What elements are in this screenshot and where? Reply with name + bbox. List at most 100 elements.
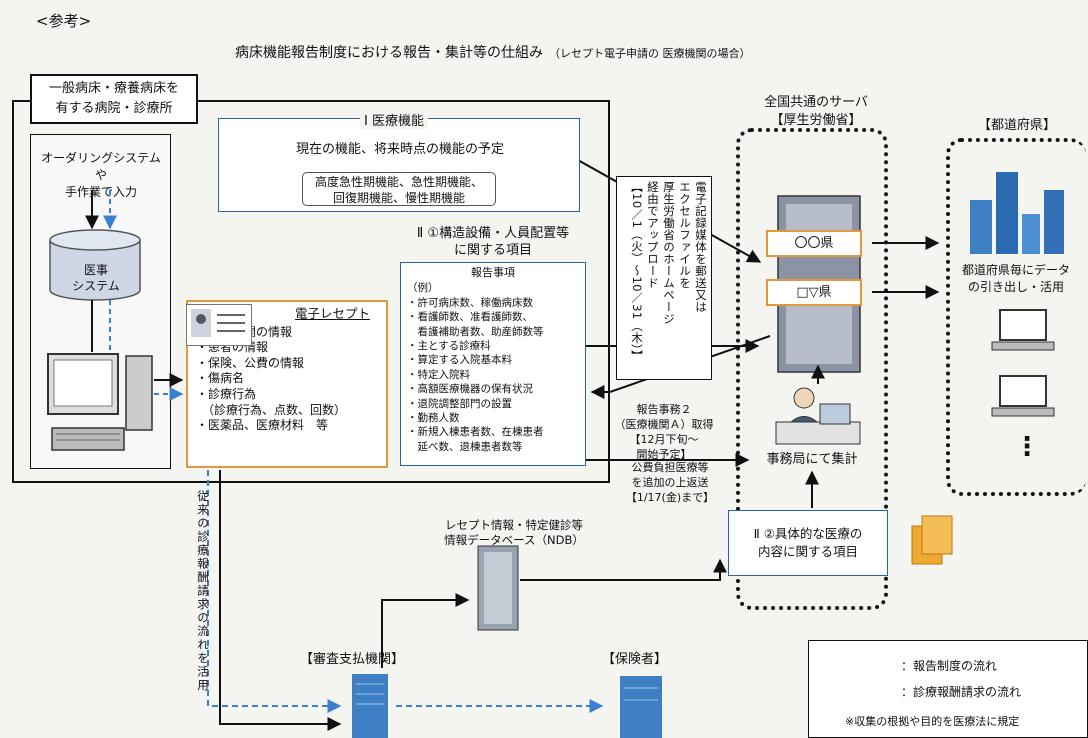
prefecture-caption: 都道府県毎にデータ の引き出し・活用 [944, 262, 1088, 296]
ndb-line1: レセプト情報・特定健診等 [445, 518, 583, 532]
ndb-label: レセプト情報・特定健診等 情報データベース（NDB） [424, 518, 604, 548]
title-main: 病床機能報告制度における報告・集計等の仕組み [235, 45, 543, 61]
conventional-flow-text: 従来の診療報酬請求の流れを活用 [196, 490, 210, 693]
server-frame [736, 128, 888, 610]
server-label-line2: 【厚生労働省】 [770, 113, 862, 128]
prefecture-label: 【都道府県】 [978, 118, 1057, 133]
structure-heading-line1: Ⅱ ①構造設備・人員配置等 [416, 226, 570, 241]
chip-line2: 回復期機能、慢性期機能 [332, 191, 465, 205]
public-expense-text: 公費負担医療等 を追加の上返送 【1/17(金)まで】 [600, 460, 740, 505]
pref-caption-line2: の引き出し・活用 [967, 280, 1064, 294]
page-title: 病床機能報告制度における報告・集計等の仕組み （レセプト電子申請の 医療機関の場合… [235, 42, 751, 62]
db-label-line1: 医事 [83, 263, 108, 277]
report-item: ・許可病床数、稼働病床数 [407, 296, 533, 309]
item2-line1: Ⅱ ②具体的な医療の [753, 526, 863, 541]
server-label: 全国共通のサーバ 【厚生労働省】 [746, 94, 886, 130]
report2-line4: 開始予定】 [636, 448, 692, 461]
report2-text: 報告事務２ （医療機関Ａ）取得 【12月下旬～ 開始予定】 [600, 402, 728, 462]
ellipsis-icon: ⋮ [1014, 432, 1040, 462]
title-sub: （レセプト電子申請の 医療機関の場合） [549, 47, 751, 60]
report-item: 延べ数、退棟患者数等 [407, 440, 523, 453]
db-label-line2: システム [72, 279, 120, 293]
chip-line1: 高度急性期機能、急性期機能、 [314, 175, 483, 189]
public-line1: 公費負担医療等 [631, 461, 709, 474]
report2-line1: 報告事務２ [636, 403, 692, 416]
arrow-ndb-to-item2 [520, 558, 727, 581]
submission-col: 経由でアップロード [646, 181, 660, 289]
pref-tag-2: □▽県 [766, 279, 862, 306]
report-item: （例） [407, 282, 439, 295]
aggregate-label: 事務局にて集計 [766, 452, 858, 467]
id-card-icon [186, 304, 252, 346]
submission-col: 電子記録媒体を郵送又は [694, 181, 708, 313]
arrow-server-to-report [590, 335, 771, 399]
legend-report-flow: ：報告制度の流れ [901, 659, 998, 673]
receipt-title: 電子レセプト [294, 306, 370, 321]
ndb-server-icon [477, 545, 519, 631]
report-item: ・主とする診療科 [407, 340, 491, 353]
receipt-item: （診療行為、点数、回数） [196, 402, 347, 417]
arrow-review-to-ndb [381, 593, 470, 668]
server-label-line1: 全国共通のサーバ [764, 95, 868, 110]
report-items-box: 報告事項 （例） ・許可病床数、稼働病床数 ・看護師数、准看護師数、 看護補助者… [400, 262, 586, 466]
ndb-line2: 情報データベース（NDB） [444, 533, 584, 547]
report-item: 看護補助者数、助産師数等 [407, 325, 544, 338]
review-org-building-icon [352, 674, 388, 738]
hospital-label-line2: 有する病院・診療所 [55, 101, 173, 116]
report2-line2: （医療機関Ａ）取得 [614, 418, 714, 431]
report-item: ・特定入院料 [407, 368, 470, 381]
submission-col: エクセルファイルを [678, 181, 692, 289]
ordering-line1: オーダリングシステムや [41, 151, 161, 182]
hospital-label: 一般病床・療養病床を 有する病院・診療所 [30, 74, 198, 124]
operator-icon [775, 387, 861, 445]
report-item: ・高額医療機器の保有状況 [407, 383, 533, 396]
structure-heading-line2: に関する項目 [453, 243, 532, 258]
laptop-icon [991, 375, 1055, 417]
submission-col: 【10／1（火）～10／31（木）】 [630, 181, 644, 362]
legend-box: ：報告制度の流れ ：診療報酬請求の流れ ※収集の根拠や目的を医療法に規定 [808, 640, 1088, 738]
report-item: ・新規入棟患者数、在棟患者 [407, 426, 544, 439]
receipt-item: ・医薬品、医療材料 等 [196, 418, 329, 433]
insurer-label: 【保険者】 [602, 652, 668, 667]
hospital-frame [12, 100, 610, 483]
report-item: ・勤務人数 [407, 412, 460, 425]
item2-line2: 内容に関する項目 [757, 544, 858, 559]
insurer-building-icon [620, 676, 662, 738]
laptop-icon [991, 309, 1055, 351]
legend-note: ※収集の根拠や目的を医療法に規定 [845, 715, 1020, 728]
item2-box: Ⅱ ②具体的な医療の 内容に関する項目 [728, 510, 888, 576]
receipt-item: ・保険、公費の情報 [196, 355, 305, 370]
receipt-item: ・診療行為 [196, 386, 257, 401]
structure-heading: Ⅱ ①構造設備・人員配置等 に関する項目 [398, 225, 588, 259]
folder-icon [911, 515, 953, 565]
building-icon [970, 172, 1064, 254]
hospital-label-line1: 一般病床・療養病床を [48, 81, 179, 96]
report-item: ・看護師数、准看護師数、 [407, 311, 533, 324]
submission-method-box: 電子記録媒体を郵送又は エクセルファイルを 厚生労働省のホームページ 経由でアッ… [616, 176, 712, 380]
medical-db-label: 医事 システム [56, 262, 136, 294]
report-item: ・算定する入院基本料 [407, 354, 512, 367]
ordering-line2: 手作業で入力 [64, 185, 137, 199]
computer-icon [47, 353, 153, 451]
reference-label: <参考> [36, 12, 92, 30]
medical-db-cylinder [49, 229, 141, 301]
legend-claim-flow: ：診療報酬請求の流れ [901, 685, 1022, 699]
medical-function-title: Ⅰ 医療機能 [360, 110, 428, 129]
prefecture-frame [946, 138, 1086, 496]
dashed-arrow-receipt-to-review [207, 470, 342, 713]
pref-caption-line1: 都道府県毎にデータ [961, 263, 1070, 277]
report2-line3: 【12月下旬～ [629, 433, 699, 446]
submission-col: 厚生労働省のホームページ [662, 181, 676, 325]
public-line2: を追加の上返送 [631, 476, 709, 489]
public-line3: 【1/17(金)まで】 [625, 491, 715, 504]
medical-function-main: 現在の機能、将来時点の機能の予定 [295, 142, 504, 157]
receipt-item: ・傷病名 [196, 371, 245, 386]
report-items-title: 報告事項 [471, 266, 515, 279]
pref-tag-1: 〇〇県 [766, 230, 862, 257]
review-org-label: 【審査支払機関】 [300, 652, 405, 667]
report-item: ・退院調整部門の設置 [407, 397, 512, 410]
function-types-chip: 高度急性期機能、急性期機能、 回復期機能、慢性期機能 [302, 172, 496, 206]
arrow-receipt-to-review [219, 470, 342, 731]
ordering-text: オーダリングシステムや 手作業で入力 [36, 150, 166, 201]
